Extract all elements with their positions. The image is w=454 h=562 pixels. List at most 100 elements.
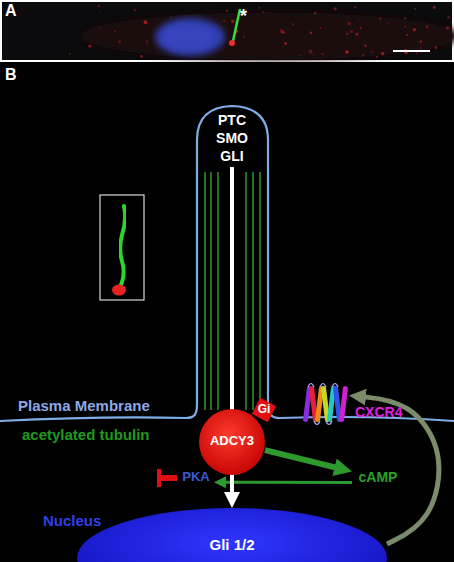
micrograph-speckle xyxy=(299,54,301,56)
receptor-outline xyxy=(303,383,349,425)
micrograph-speckle xyxy=(346,33,348,35)
micrograph-speckle xyxy=(292,23,294,25)
micrograph-speckle xyxy=(97,5,100,8)
micrograph-speckle xyxy=(371,51,372,52)
receptor-loops xyxy=(308,384,338,425)
nucleus-ellipse: NucleusGli 1/2 xyxy=(77,508,387,562)
micrograph-speckle xyxy=(360,27,362,29)
node-text: Gli 1/2 xyxy=(77,536,387,553)
micrograph-speckle xyxy=(223,20,225,22)
receptor-symbol: CXCR4 xyxy=(303,383,349,425)
micrograph-speckle xyxy=(226,22,227,23)
micrograph-speckle xyxy=(226,10,228,12)
micrograph-speckle xyxy=(354,6,356,8)
micrograph-speckle xyxy=(364,45,366,47)
micrograph-nucleus xyxy=(155,18,225,56)
micrograph-speckle xyxy=(311,53,312,54)
micrograph-speckle xyxy=(314,12,316,14)
receptor-helix xyxy=(339,386,348,422)
micrograph-speckle xyxy=(404,26,406,28)
inhibition-bar xyxy=(157,469,161,487)
scale-bar xyxy=(393,50,430,52)
node-text: SMO xyxy=(205,130,259,146)
micrograph-speckle xyxy=(362,54,364,56)
micrograph-speckle xyxy=(387,22,389,24)
kinase-label-box: PKA xyxy=(178,470,214,487)
micrograph-speckle xyxy=(355,33,358,36)
micrograph-basal-body xyxy=(229,40,235,46)
panel-letter: A xyxy=(5,2,17,20)
node-text: Nucleus xyxy=(43,512,101,529)
micrograph-speckle xyxy=(419,40,422,43)
micrograph-speckle xyxy=(243,36,245,38)
micrograph-speckle xyxy=(345,50,348,53)
micrograph-speckle xyxy=(118,40,122,44)
node-text: PKA xyxy=(178,470,214,485)
ellipse-outline xyxy=(77,508,387,562)
node-text: CXCR4 xyxy=(355,404,402,420)
micrograph-speckle xyxy=(146,40,148,42)
cilium-inset-frame xyxy=(100,195,144,300)
tubulin-line xyxy=(245,172,247,410)
micrograph-speckle xyxy=(359,20,360,21)
cilium-membrane-outline xyxy=(0,106,454,421)
cilium-box: PTCSMOGLI xyxy=(205,111,259,167)
node-text: cAMP xyxy=(352,469,404,485)
micrograph-speckle xyxy=(350,30,353,33)
micrograph-speckle xyxy=(284,42,287,45)
micrograph-speckle xyxy=(320,28,321,29)
membrane-label: Plasma Membrane xyxy=(18,397,150,414)
micrograph-speckle xyxy=(348,22,351,25)
micrograph-speckle xyxy=(146,43,148,45)
inhibition-stem xyxy=(161,475,177,481)
micrograph-speckle xyxy=(404,17,406,19)
cell-body xyxy=(80,12,454,60)
micrograph-speckle xyxy=(379,17,381,19)
micrograph-speckle xyxy=(434,46,437,49)
micrograph-speckle xyxy=(170,17,172,19)
micrograph-speckle xyxy=(100,11,101,12)
node-text: ADCY3 xyxy=(199,434,265,449)
tubulin-line xyxy=(210,172,212,410)
tubulin-label: acetylated tubulin xyxy=(22,426,150,443)
micrograph-speckle xyxy=(321,53,324,56)
micrograph-cilium xyxy=(233,9,240,41)
node-text: Gi xyxy=(252,403,276,417)
messenger-label-box: cAMP xyxy=(352,469,404,487)
micrograph-speckle xyxy=(262,11,264,13)
micrograph-speckle xyxy=(310,32,313,35)
inset-basal-body xyxy=(112,285,126,296)
inset-cilium xyxy=(120,206,125,287)
micrograph-speckle xyxy=(144,20,148,24)
tubulin-line xyxy=(217,172,219,410)
tubulin-line xyxy=(252,172,254,410)
micrograph-speckle xyxy=(414,8,416,10)
node-text: PTC xyxy=(205,112,259,128)
micrograph-speckle xyxy=(69,53,71,55)
tubulin-line xyxy=(204,172,206,410)
micrograph-speckle xyxy=(415,52,417,54)
speckle-group xyxy=(69,5,450,58)
micrograph-speckle xyxy=(334,7,337,10)
micrograph-speckle xyxy=(88,44,91,47)
micrograph-speckle xyxy=(309,50,313,54)
micrograph-speckle xyxy=(134,9,136,11)
gi-protein-square: Gi xyxy=(252,398,276,422)
micrograph-speckle xyxy=(381,52,385,56)
micrograph-speckle xyxy=(376,56,378,58)
enzyme-circle: ADCY3 xyxy=(199,409,265,475)
activation-arrow xyxy=(265,450,343,469)
micrograph-speckle xyxy=(413,28,416,31)
cilium-marker: * xyxy=(240,6,247,27)
activation-arrow xyxy=(220,481,352,484)
panel-letter: B xyxy=(5,66,17,84)
micrograph-speckle xyxy=(259,7,260,8)
micrograph-speckle xyxy=(433,6,436,9)
nucleus-disc xyxy=(77,508,387,562)
micrograph-speckle xyxy=(420,47,422,49)
micrograph-speckle xyxy=(426,25,429,28)
micrograph-speckle xyxy=(140,55,143,58)
